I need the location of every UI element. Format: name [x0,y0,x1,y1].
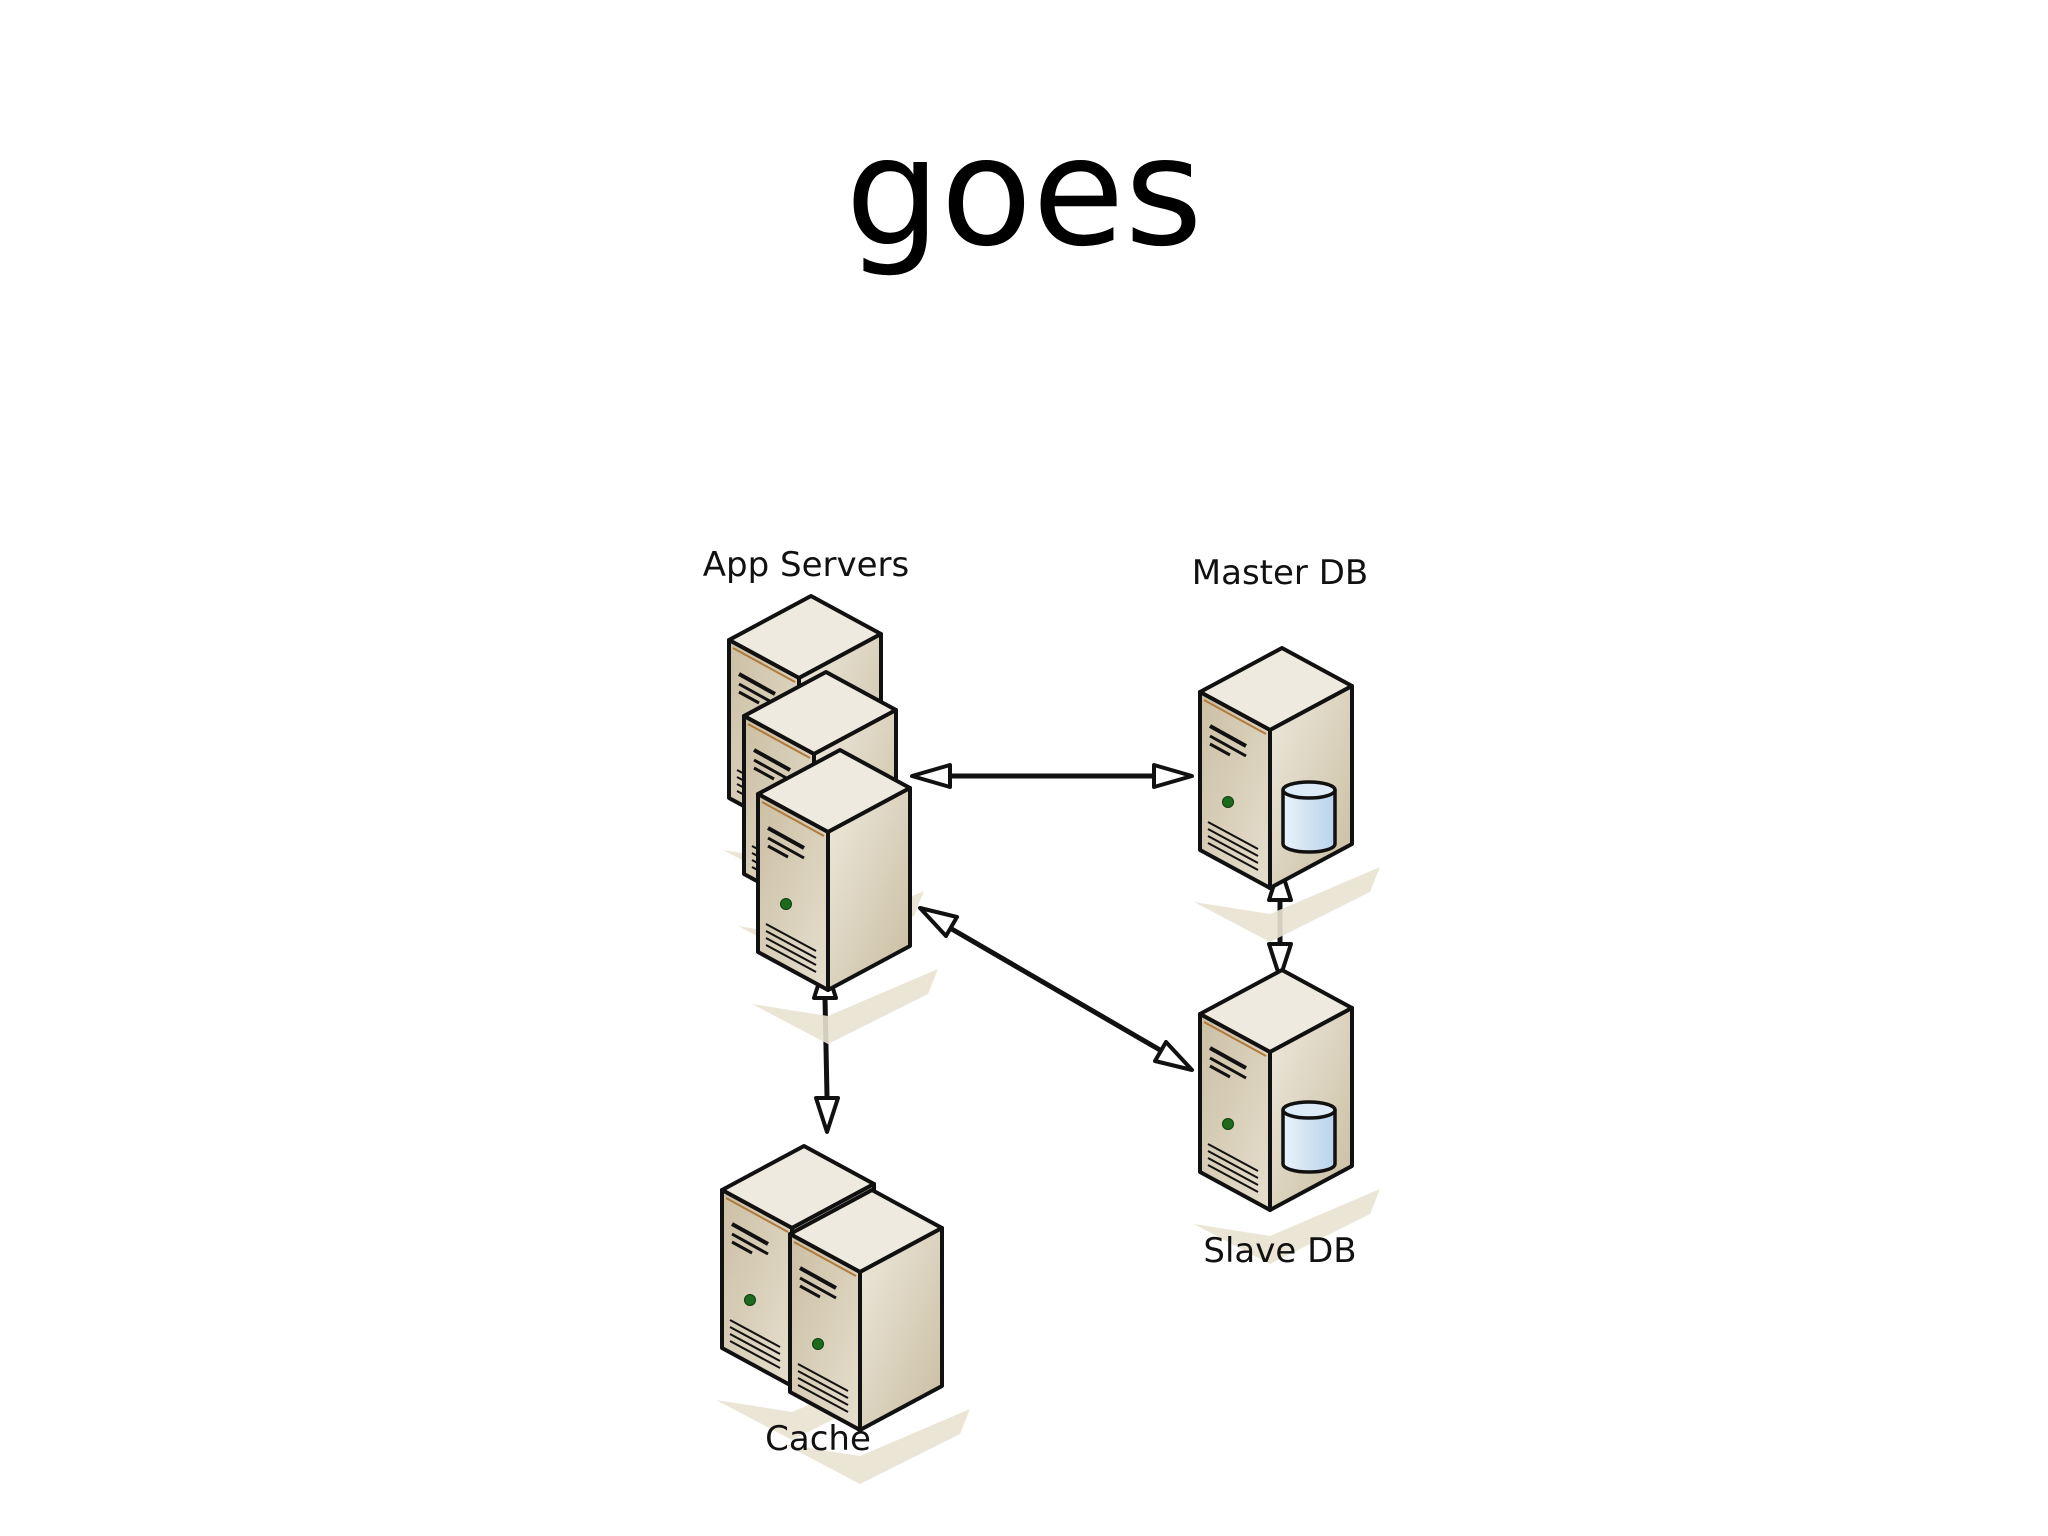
connections [812,763,1293,1134]
node-label-slave-db: Slave DB [1203,1231,1356,1271]
edge-app-master [910,763,1194,789]
node-label-master-db: Master DB [1192,553,1368,593]
edge-app-slave [918,906,1194,1072]
node-label-cache: Cache [765,1419,871,1459]
node-app-servers: App Servers [703,545,940,1046]
database-icon [1281,780,1337,854]
slide-title: goes [845,106,1203,280]
node-cache: Cache [714,1144,972,1486]
node-master-db: Master DB [1192,553,1382,944]
server-icon [750,748,940,1046]
database-icon [1281,1100,1337,1174]
node-label-app-servers: App Servers [703,545,909,585]
node-slave-db: Slave DB [1192,968,1382,1271]
